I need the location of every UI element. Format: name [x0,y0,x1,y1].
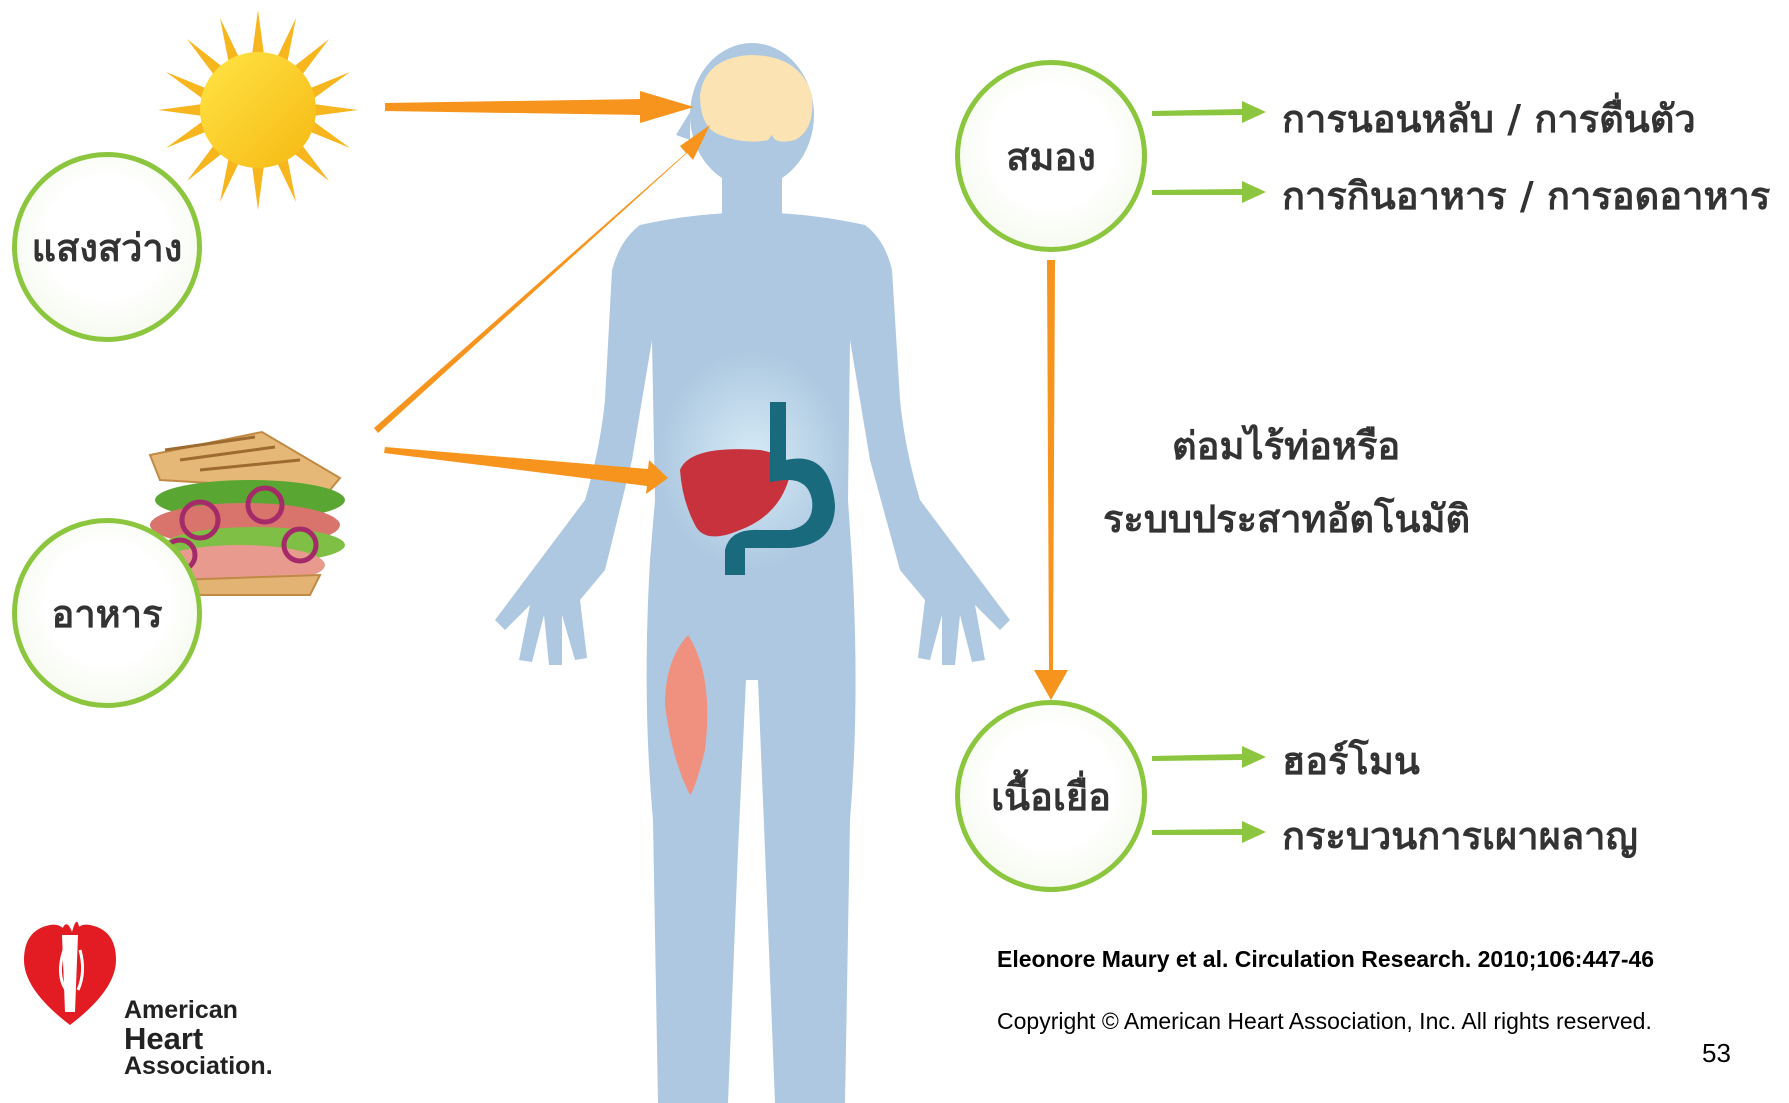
output-hormone-label: ฮอร์โมน [1282,730,1420,791]
arrow-brain-to-tissue [1034,260,1068,700]
aha-logo-line3: Association. [124,1054,273,1079]
node-brain-label: สมอง [1006,126,1096,187]
aha-logo-line1: American [124,998,273,1023]
pathway-label-line2: ระบบประสาทอัตโนมัติ [1103,488,1470,549]
copyright: Copyright © American Heart Association, … [997,1008,1652,1035]
node-food: อาหาร [12,518,202,708]
human-body-silhouette [495,43,1010,1103]
node-tissue-label: เนื้อเยื่อ [991,766,1111,827]
arrow-sleep [1152,101,1266,123]
pathway-label-line1: ต่อมไร้ท่อหรือ [1172,415,1400,476]
arrow-hormone [1152,746,1266,768]
output-feeding-label: การกินอาหาร / การอดอาหาร [1282,165,1770,226]
output-sleep-label: การนอนหลับ / การตื่นตัว [1282,88,1696,149]
node-light: แสงสว่าง [12,152,202,342]
arrow-feeding [1152,181,1266,203]
aha-logo-text: American Heart Association. [124,998,273,1079]
output-metabolism-label: กระบวนการเผาผลาญ [1282,805,1638,866]
aha-logo-icon [24,922,116,1025]
node-brain: สมอง [955,60,1147,252]
node-light-label: แสงสว่าง [32,217,183,278]
citation: Eleonore Maury et al. Circulation Resear… [997,946,1654,973]
node-food-label: อาหาร [52,583,163,644]
slide-number: 53 [1702,1038,1731,1069]
arrow-metabolism [1152,821,1266,843]
node-tissue: เนื้อเยื่อ [955,700,1147,892]
arrow-light-to-brain [385,91,694,123]
sun-icon [158,10,358,210]
aha-logo-line2: Heart [124,1023,273,1054]
